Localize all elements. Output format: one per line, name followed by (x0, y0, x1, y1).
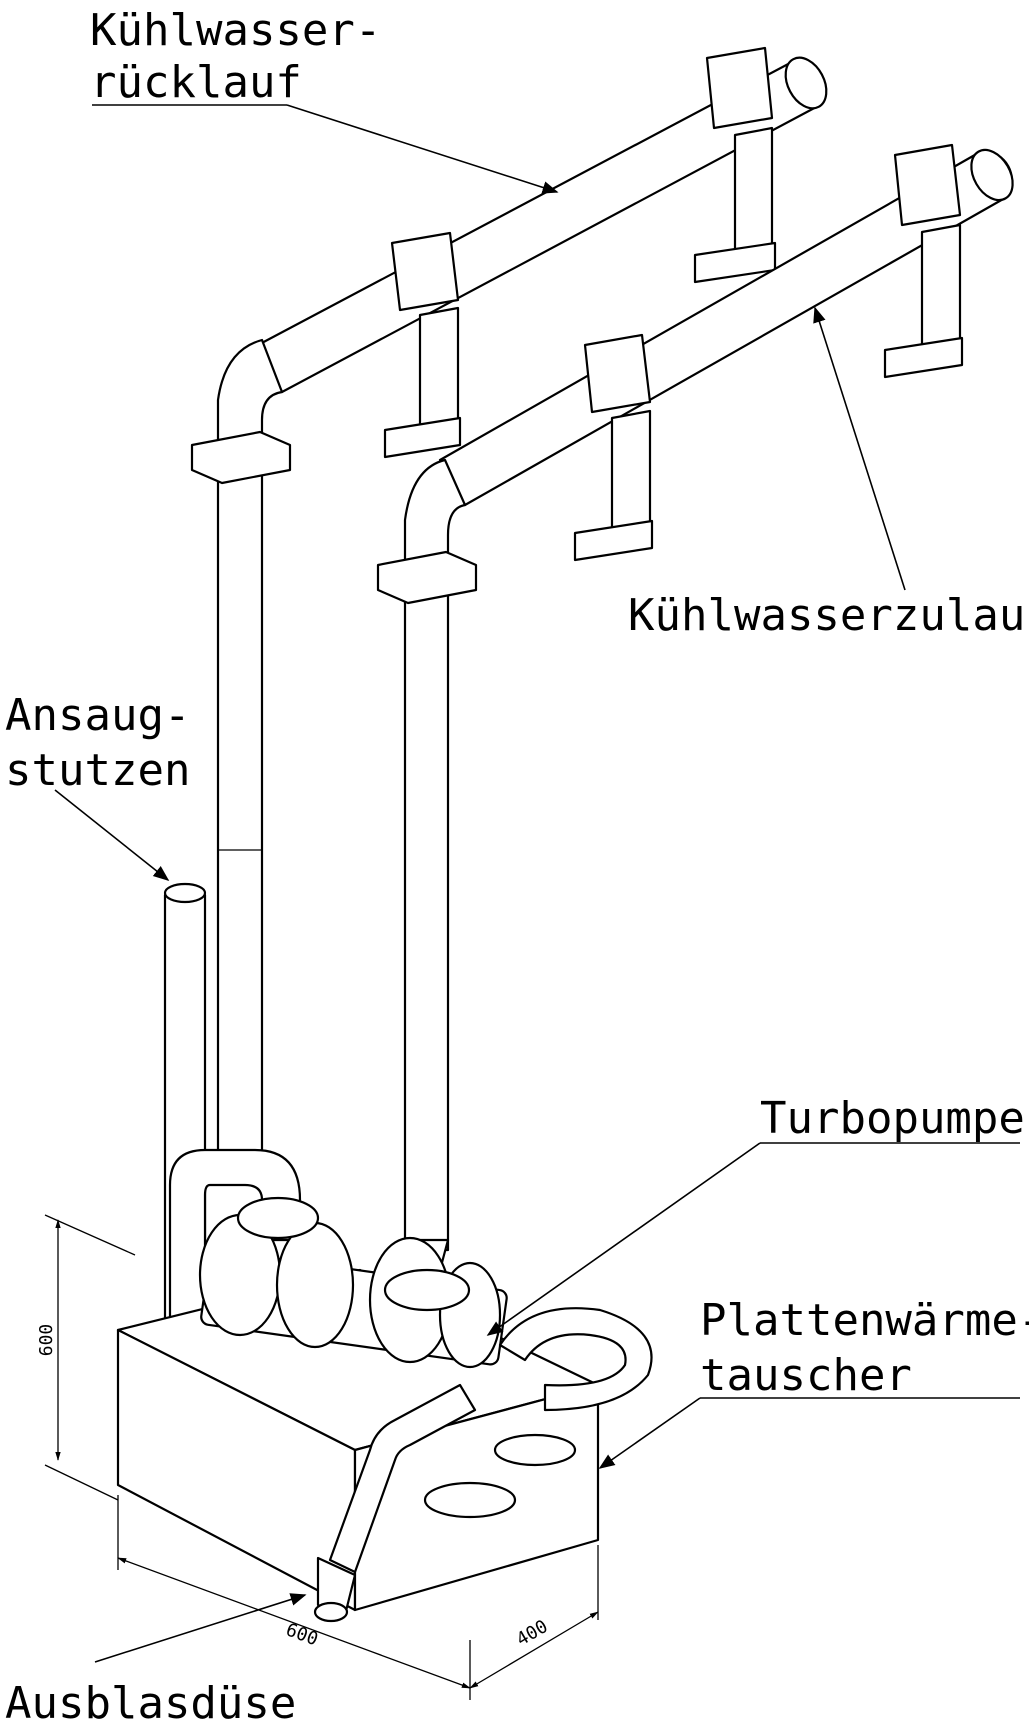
label-exchanger-2: tauscher (700, 1350, 912, 1401)
label-supply: Kühlwasserzulauf (628, 590, 1029, 641)
dimension-width: 400 (513, 1616, 552, 1650)
label-pump: Turbopumpe (760, 1093, 1025, 1144)
turbopump (198, 1196, 508, 1369)
label-exchanger-1: Plattenwärme- (700, 1295, 1029, 1346)
label-intake-2: stutzen (5, 745, 190, 796)
supply-support-2 (883, 143, 964, 379)
supply-support-1 (573, 333, 654, 562)
supply-pipe (376, 143, 1014, 1272)
label-nozzle: Ausblasdüse (5, 1678, 296, 1729)
label-intake-1: Ansaug- (5, 690, 190, 741)
dimension-length: 600 (283, 1619, 321, 1650)
label-return-line-2: rücklauf (90, 57, 302, 108)
label-return-line-1: Kühlwasser- (90, 5, 381, 56)
return-support-1 (383, 231, 462, 459)
exchanger-loop (498, 1307, 653, 1412)
dimension-height: 600 (36, 1324, 57, 1357)
dimension-lines (44, 1214, 599, 1700)
